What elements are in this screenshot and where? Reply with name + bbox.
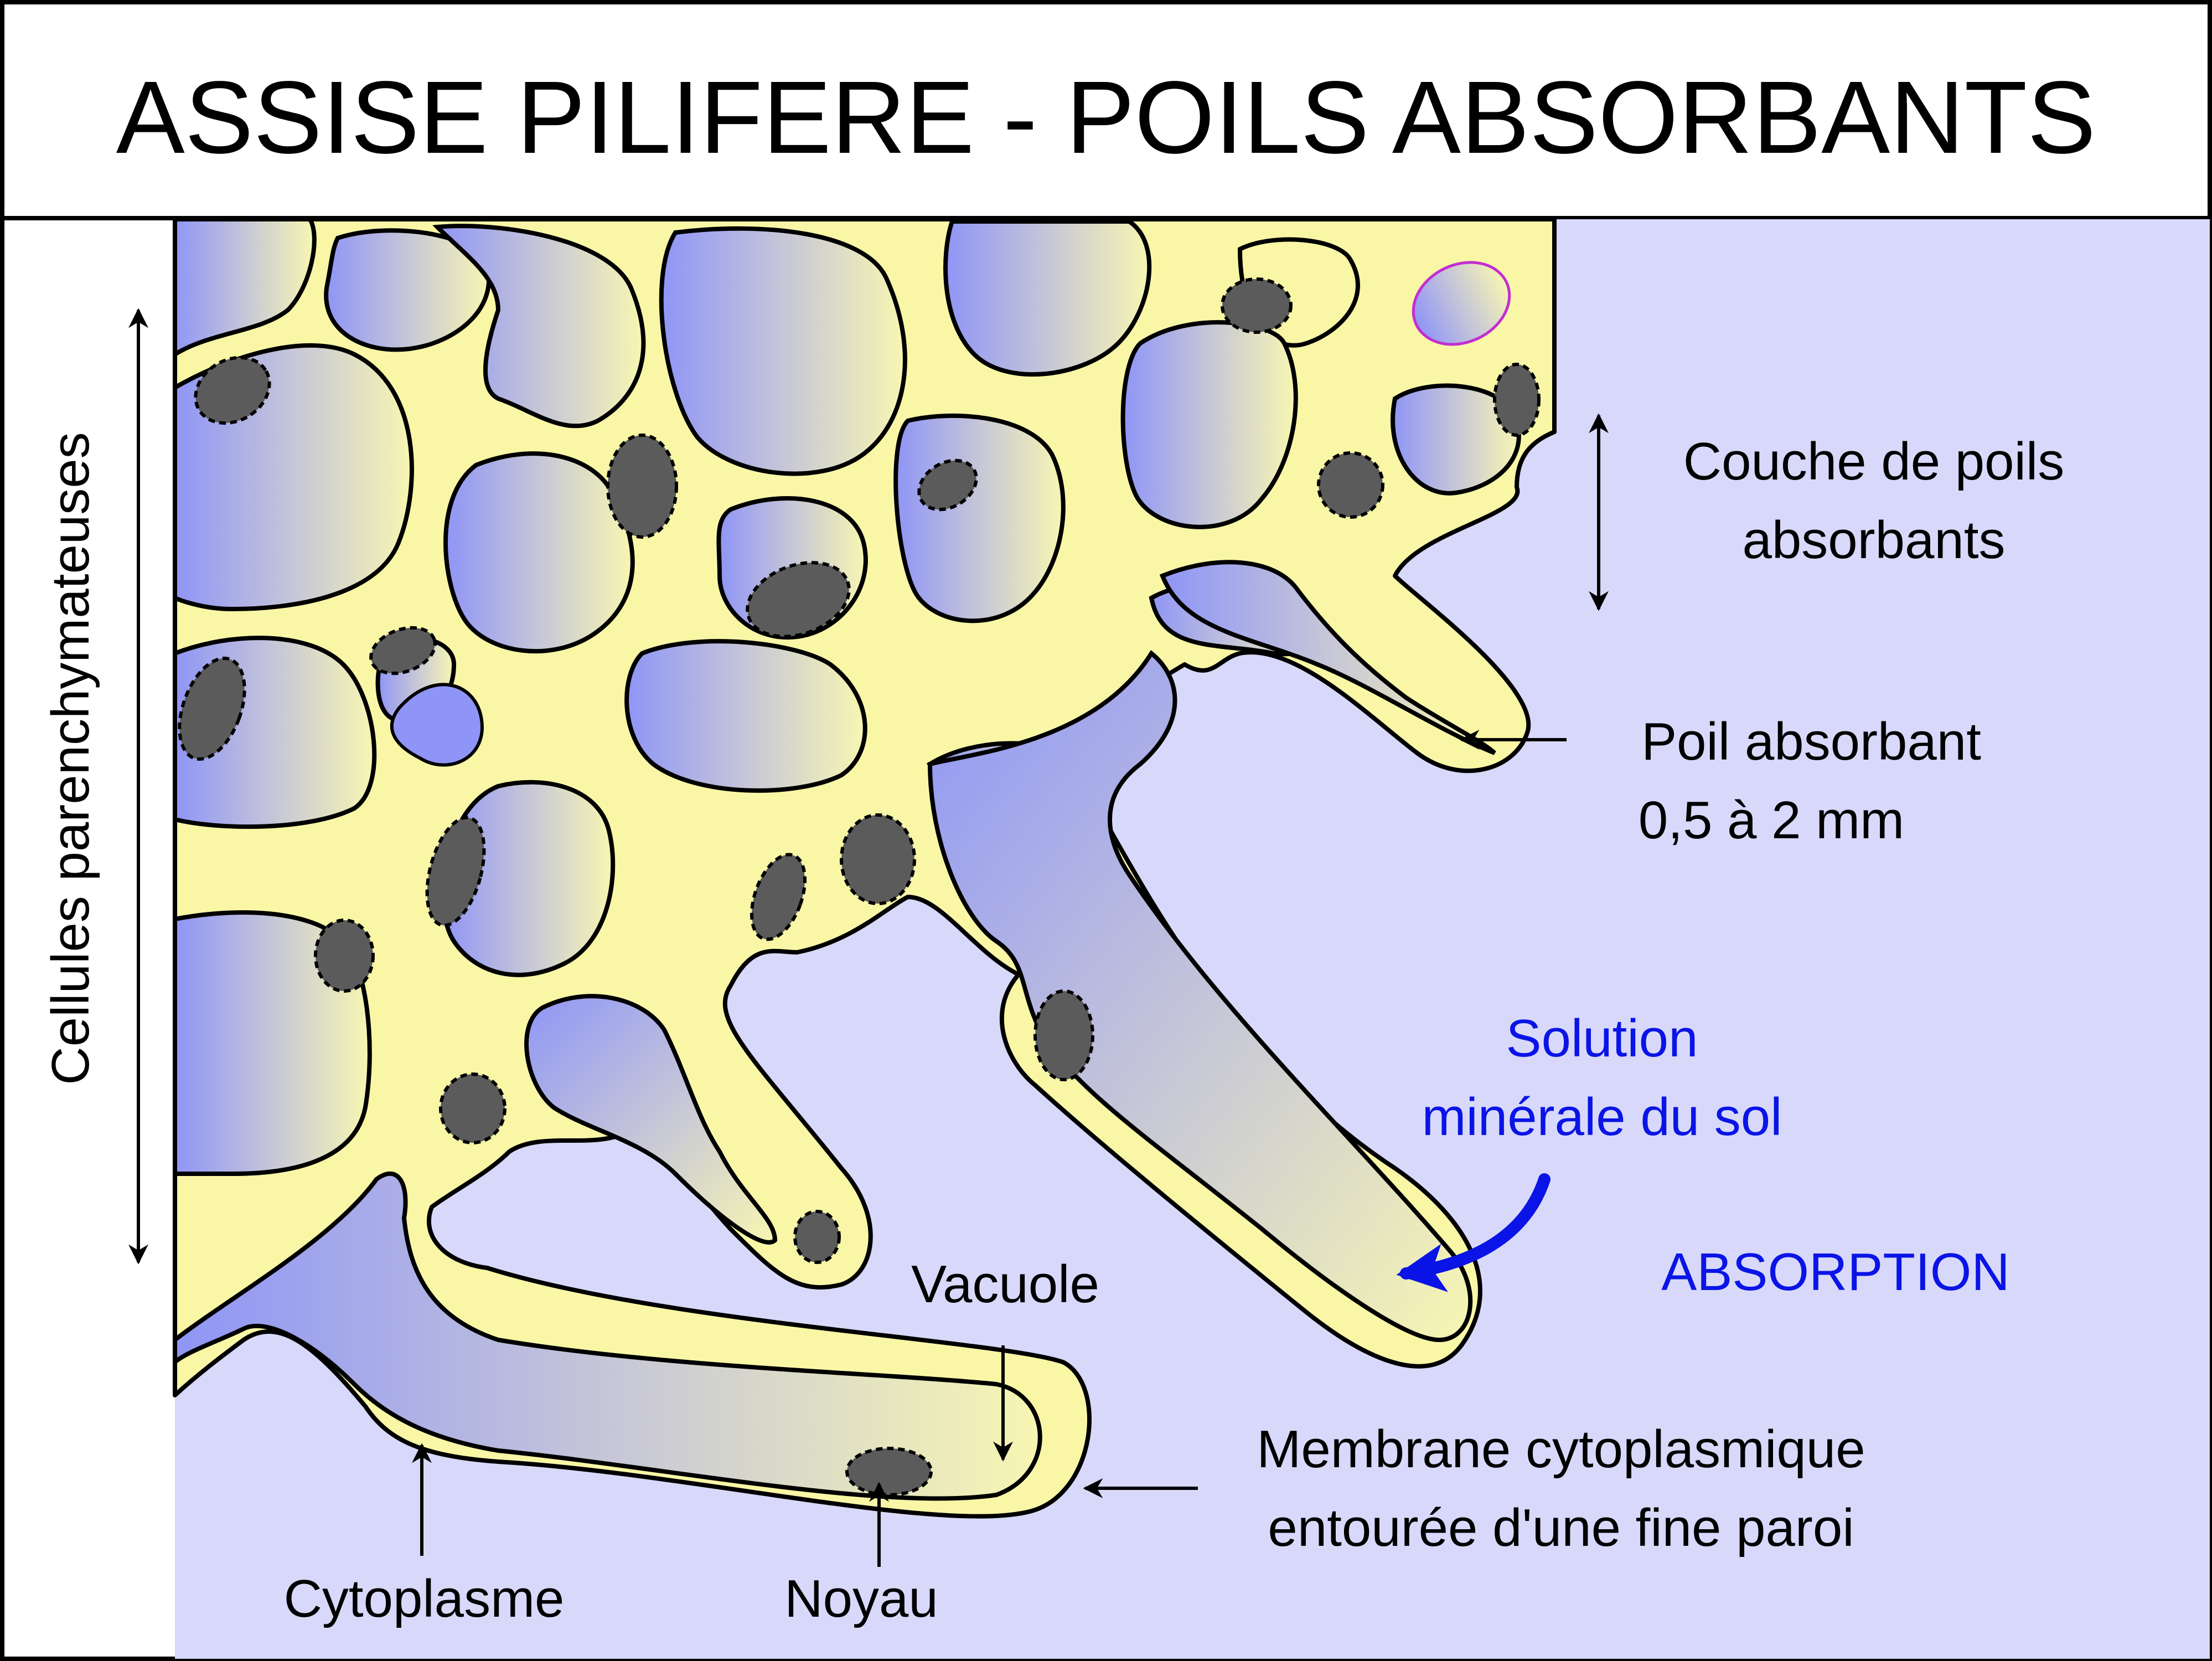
label-vacuole: Vacuole [911,1255,1099,1314]
nucleus-icon [439,1072,507,1144]
long-hair-vacuole [927,650,1473,1343]
label-nucleus: Noyau [784,1569,938,1628]
nucleus-icon [606,434,678,539]
nucleus-icon [369,626,437,675]
nucleus-icon [194,355,271,425]
nucleus-icon [750,853,807,941]
nucleus-icon [845,1447,933,1497]
nucleus-icon [1033,989,1094,1081]
tissue [173,217,1557,1519]
nucleus-icon [1493,363,1541,437]
label-hair-layer-2: absorbants [1743,510,2006,570]
nuclei [178,277,1541,1497]
nucleus-icon [917,458,978,512]
label-solution: Solution [1506,1009,1698,1068]
label-hair-layer-1: Couche de poils [1683,432,2064,491]
bottom-hair-vacuole [173,1171,1042,1501]
page-title: ASSISE PILIFERE - POILS ABSORBANTS [116,60,2096,175]
title-box: ASSISE PILIFERE - POILS ABSORBANTS [0,0,2212,220]
nucleus-icon [840,813,916,905]
nucleus-icon [793,1210,841,1264]
nucleus-icon [1317,451,1384,519]
nucleus-icon [314,919,375,993]
label-cytoplasm: Cytoplasme [284,1569,565,1628]
nucleus-icon [425,816,486,927]
label-membrane-2: entourée d'une fine paroi [1268,1498,1854,1557]
label-solution-2: minérale du sol [1422,1087,1782,1147]
small-vacuole-blob [390,683,484,767]
absorption-arrow [1396,1173,1551,1292]
label-absorption: ABSORPTION [1661,1242,2009,1302]
nucleus-icon [178,656,246,761]
nucleus-icon [1221,277,1293,334]
label-parenchyma: Cellules parenchymateuses [41,432,100,1085]
small-vacuole [1412,261,1511,346]
label-membrane: Membrane cytoplasmique [1257,1420,1865,1479]
label-root-hair: Poil absorbant [1641,712,1981,771]
label-root-hair-size: 0,5 à 2 mm [1639,791,1904,850]
nucleus-icon [746,561,851,638]
